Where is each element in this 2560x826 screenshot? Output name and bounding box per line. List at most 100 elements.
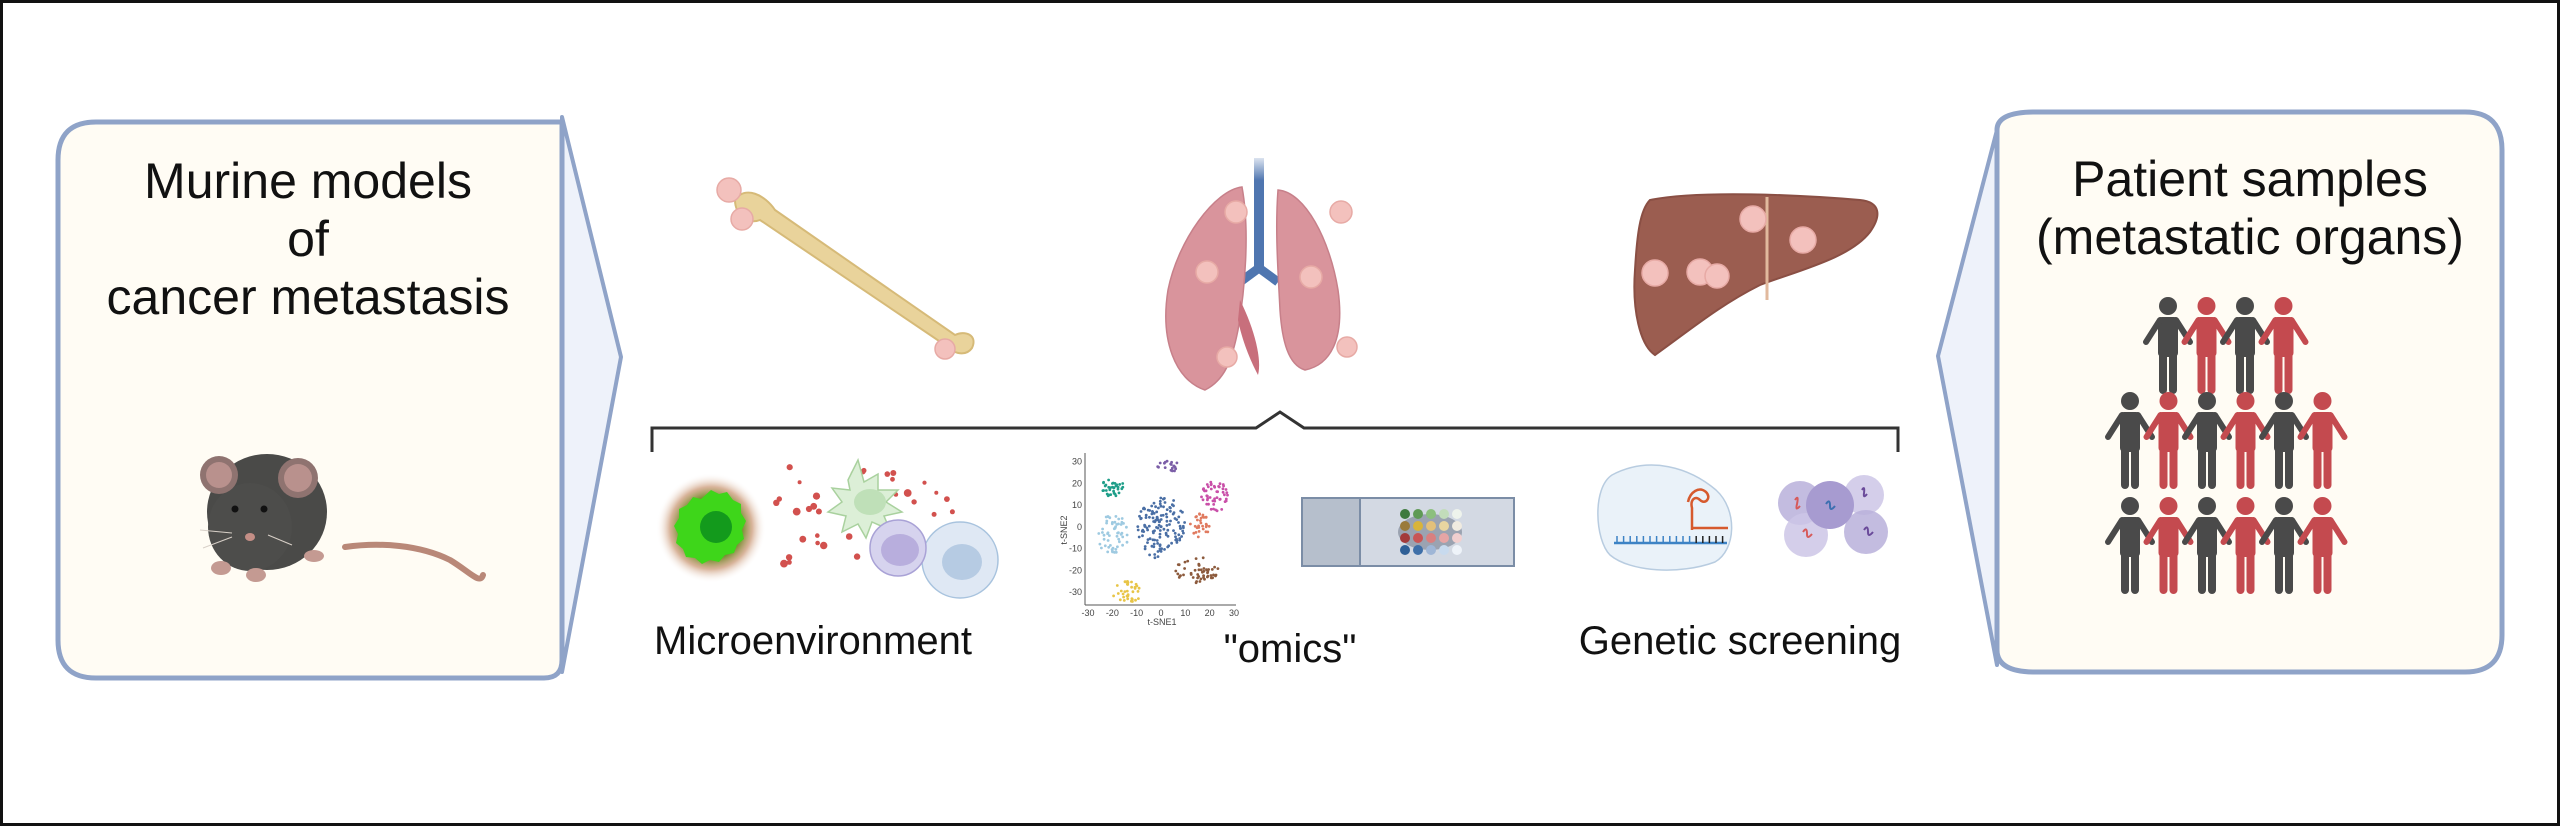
tsne-point: [1199, 577, 1203, 581]
tsne-point: [1123, 590, 1127, 593]
array-spot: [1413, 533, 1423, 543]
tsne-point: [1115, 523, 1119, 526]
tsne-point: [1116, 487, 1120, 491]
tsne-point: [1206, 485, 1210, 489]
tsne-point: [1159, 550, 1163, 553]
tsne-point: [1139, 516, 1143, 520]
tsne-point: [1201, 527, 1205, 531]
tsne-point: [1116, 592, 1120, 595]
tsne-point: [1212, 573, 1215, 577]
tsne-point: [1199, 521, 1203, 525]
tsne-point: [1121, 482, 1125, 485]
tsne-point: [1157, 506, 1160, 510]
tsne-cluster: [1101, 478, 1125, 498]
tsne-point: [1207, 568, 1210, 571]
tsne-point: [1208, 496, 1212, 499]
tsne-point: [1148, 509, 1152, 512]
tsne-point: [1163, 548, 1166, 551]
tsne-point: [1205, 483, 1209, 486]
tsne-point: [1177, 515, 1181, 519]
tsne-x-tick: 10: [1180, 608, 1190, 618]
tsne-point: [1199, 568, 1203, 572]
tsne-point: [1159, 518, 1163, 521]
person-icon: [2297, 497, 2348, 594]
tsne-point: [1102, 537, 1106, 541]
tsne-point: [1102, 533, 1106, 537]
person-icon: [2182, 497, 2232, 594]
array-spot: [1413, 509, 1423, 519]
tsne-point: [1153, 538, 1156, 542]
tsne-x-tick: -30: [1081, 608, 1094, 618]
tsne-point: [1119, 523, 1123, 526]
tsne-point: [1150, 544, 1154, 548]
tsne-point: [1178, 524, 1182, 528]
tsne-point: [1137, 586, 1141, 590]
tsne-point: [1165, 459, 1169, 463]
tsne-point: [1183, 521, 1186, 524]
tsne-point: [1112, 489, 1115, 493]
tsne-point: [1173, 469, 1176, 473]
tsne-point: [1162, 527, 1166, 531]
tsne-point: [1103, 484, 1107, 488]
left-panel: [55, 115, 623, 681]
grouping-bracket: [650, 410, 1900, 452]
tsne-point: [1216, 567, 1220, 570]
tsne-point: [1206, 497, 1210, 500]
transduced-cells-icon: [1778, 475, 1888, 557]
cytokine-dot: [786, 464, 793, 471]
left-title-line: Murine models: [144, 153, 472, 209]
tsne-point: [1201, 498, 1205, 502]
cytokine-dot: [786, 559, 792, 565]
tsne-point: [1117, 491, 1121, 495]
array-spot: [1413, 521, 1423, 531]
cytokine-dot: [785, 554, 793, 561]
bone-icon: [716, 177, 975, 360]
tsne-point: [1172, 504, 1175, 508]
person-icon: [2220, 497, 2271, 594]
cytokine-dot: [810, 502, 818, 510]
tsne-point: [1159, 525, 1163, 529]
tsne-point: [1126, 583, 1130, 586]
tsne-point: [1136, 525, 1140, 528]
tsne-point: [1173, 531, 1177, 535]
tsne-point: [1166, 545, 1170, 549]
cytokine-dot: [812, 492, 821, 500]
tsne-ylabel: t-SNE2: [1059, 515, 1069, 544]
tsne-point: [1214, 573, 1218, 577]
cytokine-dot: [815, 533, 820, 538]
tsne-point: [1156, 542, 1159, 545]
tsne-point: [1121, 543, 1124, 547]
tsne-point: [1145, 526, 1149, 530]
cytokine-dot: [815, 508, 822, 515]
tsne-y-tick: -30: [1069, 587, 1082, 597]
tsne-point: [1153, 553, 1157, 556]
tsne-point: [1197, 568, 1201, 572]
tsne-point: [1193, 568, 1197, 572]
tsne-point: [1204, 522, 1208, 526]
tsne-y-tick: 30: [1072, 457, 1082, 467]
tsne-point: [1112, 486, 1116, 490]
tsne-point: [1224, 488, 1228, 491]
array-spot: [1439, 545, 1449, 555]
array-spot: [1452, 509, 1462, 519]
tsne-point: [1146, 538, 1150, 541]
tsne-point: [1213, 485, 1217, 489]
tsne-point: [1106, 539, 1110, 542]
cytokine-dot: [845, 533, 853, 540]
tsne-point: [1137, 597, 1140, 600]
tsne-point: [1098, 542, 1102, 546]
tsne-point: [1213, 499, 1217, 503]
array-spot: [1426, 521, 1436, 531]
tsne-point: [1156, 550, 1160, 553]
tsne-point: [1194, 531, 1198, 534]
tsne-cluster: [1136, 496, 1186, 560]
cytokine-dot: [922, 480, 927, 485]
tsne-point: [1138, 514, 1141, 518]
liver-icon: [1633, 193, 1879, 357]
tsne-point: [1171, 512, 1175, 516]
tsne-point: [1182, 526, 1185, 530]
tsne-point: [1195, 515, 1198, 518]
tsne-point: [1158, 532, 1162, 536]
